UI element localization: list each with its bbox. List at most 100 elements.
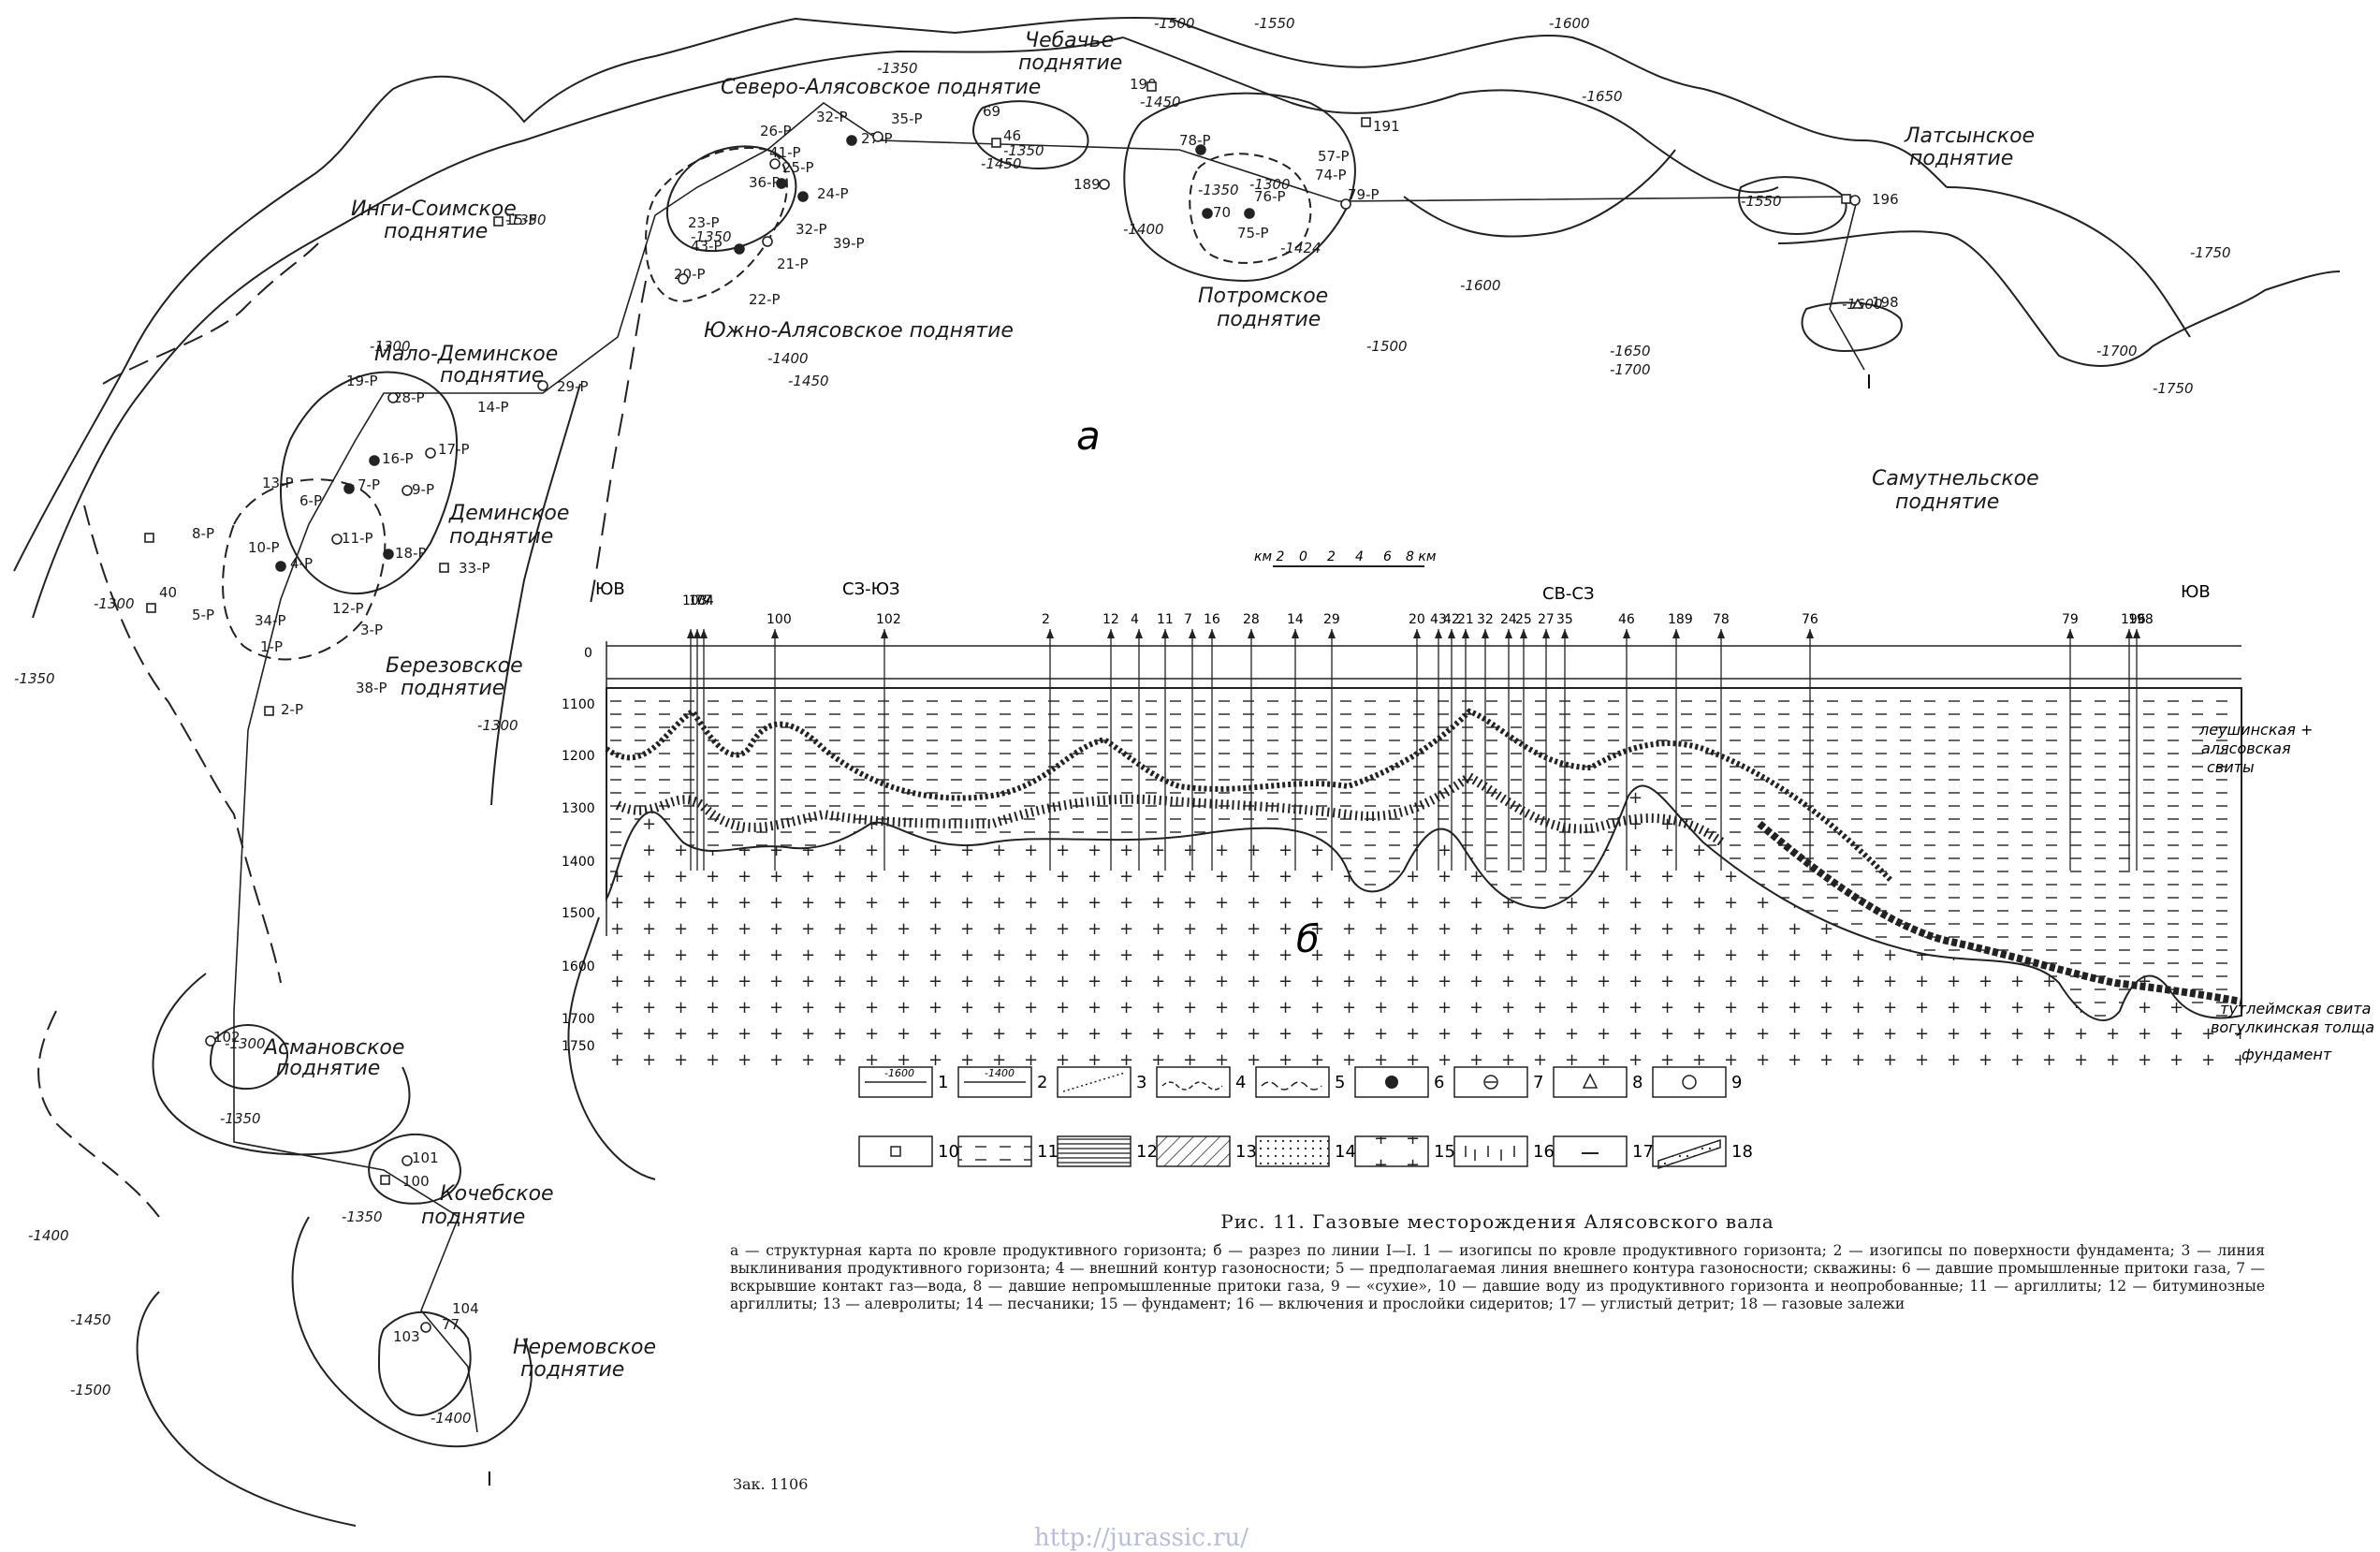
isohypse-label: -1450: [70, 1311, 111, 1328]
well-symbol: [769, 158, 781, 169]
well-label: 40: [159, 584, 177, 601]
legend-item-17: 17: [1553, 1135, 1654, 1167]
well-symbol: [387, 392, 399, 403]
isohypse-label: -1650: [1582, 88, 1623, 105]
field-label: Латсынское: [1904, 124, 2035, 148]
well-label: 78-Р: [1179, 132, 1211, 149]
well-label: 46: [1003, 127, 1021, 144]
well-symbol: [991, 138, 1001, 148]
well-label: 24-Р: [817, 185, 849, 202]
formation-label: свиты: [2207, 758, 2255, 776]
isohypse-label: -1350: [877, 60, 918, 77]
section-well-arrow: [1505, 629, 1512, 638]
well-symbol: [275, 561, 286, 572]
svg-text:10: 10: [938, 1142, 959, 1162]
legend-item-4: 4: [1156, 1066, 1246, 1098]
well-label: 12-Р: [332, 600, 364, 617]
depth-label: 1600: [562, 959, 595, 974]
section-well-arrow: [1046, 629, 1054, 638]
well-label: 23-Р: [688, 214, 720, 231]
section-well-label: 27: [1538, 612, 1555, 627]
svg-text:8: 8: [1632, 1073, 1643, 1092]
well-label: 11-Р: [342, 530, 373, 547]
well-label: 13-Р: [262, 475, 294, 491]
isohypse-label: -1500: [1154, 15, 1195, 32]
well-label: 101: [412, 1149, 439, 1166]
well-symbol: [1841, 194, 1851, 204]
section-well-label: 20: [1409, 612, 1425, 627]
isohypse-label: -1400: [431, 1410, 472, 1427]
well-label: 70: [1213, 204, 1231, 221]
isohypse-label: -1450: [788, 373, 829, 389]
well-symbol: [439, 563, 449, 573]
well-symbol: [1849, 195, 1861, 206]
section-well-label: 198: [2128, 612, 2154, 627]
figure-caption: Рис. 11. Газовые месторождения Алясовско…: [730, 1210, 2265, 1313]
well-label: 36-Р: [749, 174, 781, 191]
field-label: поднятие: [1895, 490, 1999, 514]
section-well-arrow: [2133, 629, 2140, 638]
well-label: 189: [1073, 176, 1101, 193]
svg-text:2: 2: [1037, 1073, 1047, 1092]
isohypse-line: [490, 383, 581, 806]
formation-label: леушинская +: [2198, 721, 2313, 739]
well-label: 7-Р: [358, 476, 380, 493]
isohypse-label: -1550: [1254, 15, 1295, 32]
isohypse-label: -1650: [1610, 343, 1651, 359]
well-symbol: [493, 216, 504, 227]
field-contour: [971, 100, 1089, 170]
field-label: поднятие: [384, 220, 488, 243]
well-label: 104: [452, 1300, 479, 1317]
well-label: 38-Р: [356, 680, 387, 696]
field-label: Деминское: [448, 502, 569, 525]
direction-label: ЮВ: [2181, 582, 2211, 602]
field-label: Инги-Соимское: [351, 198, 517, 221]
section-well-label: 79: [2062, 612, 2079, 627]
well-symbol: [1340, 198, 1351, 210]
svg-text:17: 17: [1632, 1142, 1654, 1162]
legend-item-11: 11: [957, 1135, 1059, 1167]
well-label: 26-Р: [760, 123, 792, 139]
formation-label: фундамент: [2241, 1046, 2332, 1063]
isohypse-label: -1400: [28, 1227, 69, 1244]
svg-text:11: 11: [1037, 1142, 1059, 1162]
field-label: Кочебское: [440, 1182, 554, 1206]
field-label: Мало-Деминское: [374, 343, 558, 366]
field-label: Северо-Алясовское поднятие: [721, 76, 1041, 99]
isohypse-label: -1600: [1460, 277, 1501, 294]
well-label: 21-Р: [777, 256, 809, 272]
section-well-arrow: [1189, 629, 1196, 638]
isohypse-line: [152, 973, 411, 1156]
well-label: 77: [442, 1316, 460, 1333]
field-contour: [1189, 153, 1312, 264]
well-label: 14-Р: [477, 399, 509, 416]
well-symbol: [762, 236, 773, 247]
siltstone-layer: [1757, 820, 2242, 1005]
well-label: 6-Р: [299, 492, 322, 509]
section-well-arrow: [1542, 629, 1550, 638]
field-label: Чебачье: [1025, 29, 1114, 52]
well-label: 39-Р: [833, 235, 865, 252]
field-label: поднятие: [449, 525, 553, 549]
svg-text:14: 14: [1335, 1142, 1356, 1162]
section-well-label: 24: [1500, 612, 1517, 627]
pinch-out-line: [83, 242, 319, 984]
section-well-label: 103: [682, 593, 708, 608]
svg-text:-1400: -1400: [985, 1067, 1015, 1079]
svg-text:5: 5: [1335, 1073, 1345, 1092]
isohypse-label: -1750: [2190, 244, 2231, 261]
legend-item-16: 16: [1453, 1135, 1555, 1167]
field-label: Потромское: [1198, 285, 1328, 308]
section-well-label: 104: [689, 593, 714, 608]
well-symbol: [1099, 179, 1110, 190]
well-label: 28-Р: [393, 389, 425, 406]
well-symbol: [383, 549, 394, 560]
svg-text:15: 15: [1434, 1142, 1455, 1162]
svg-text:16: 16: [1533, 1142, 1555, 1162]
well-label: 102: [213, 1029, 241, 1046]
isohypse-label: -1700: [2096, 343, 2138, 359]
field-label: поднятие: [421, 1206, 525, 1229]
well-label: 198: [1872, 294, 1899, 311]
section-well-label: 16: [1204, 612, 1220, 627]
